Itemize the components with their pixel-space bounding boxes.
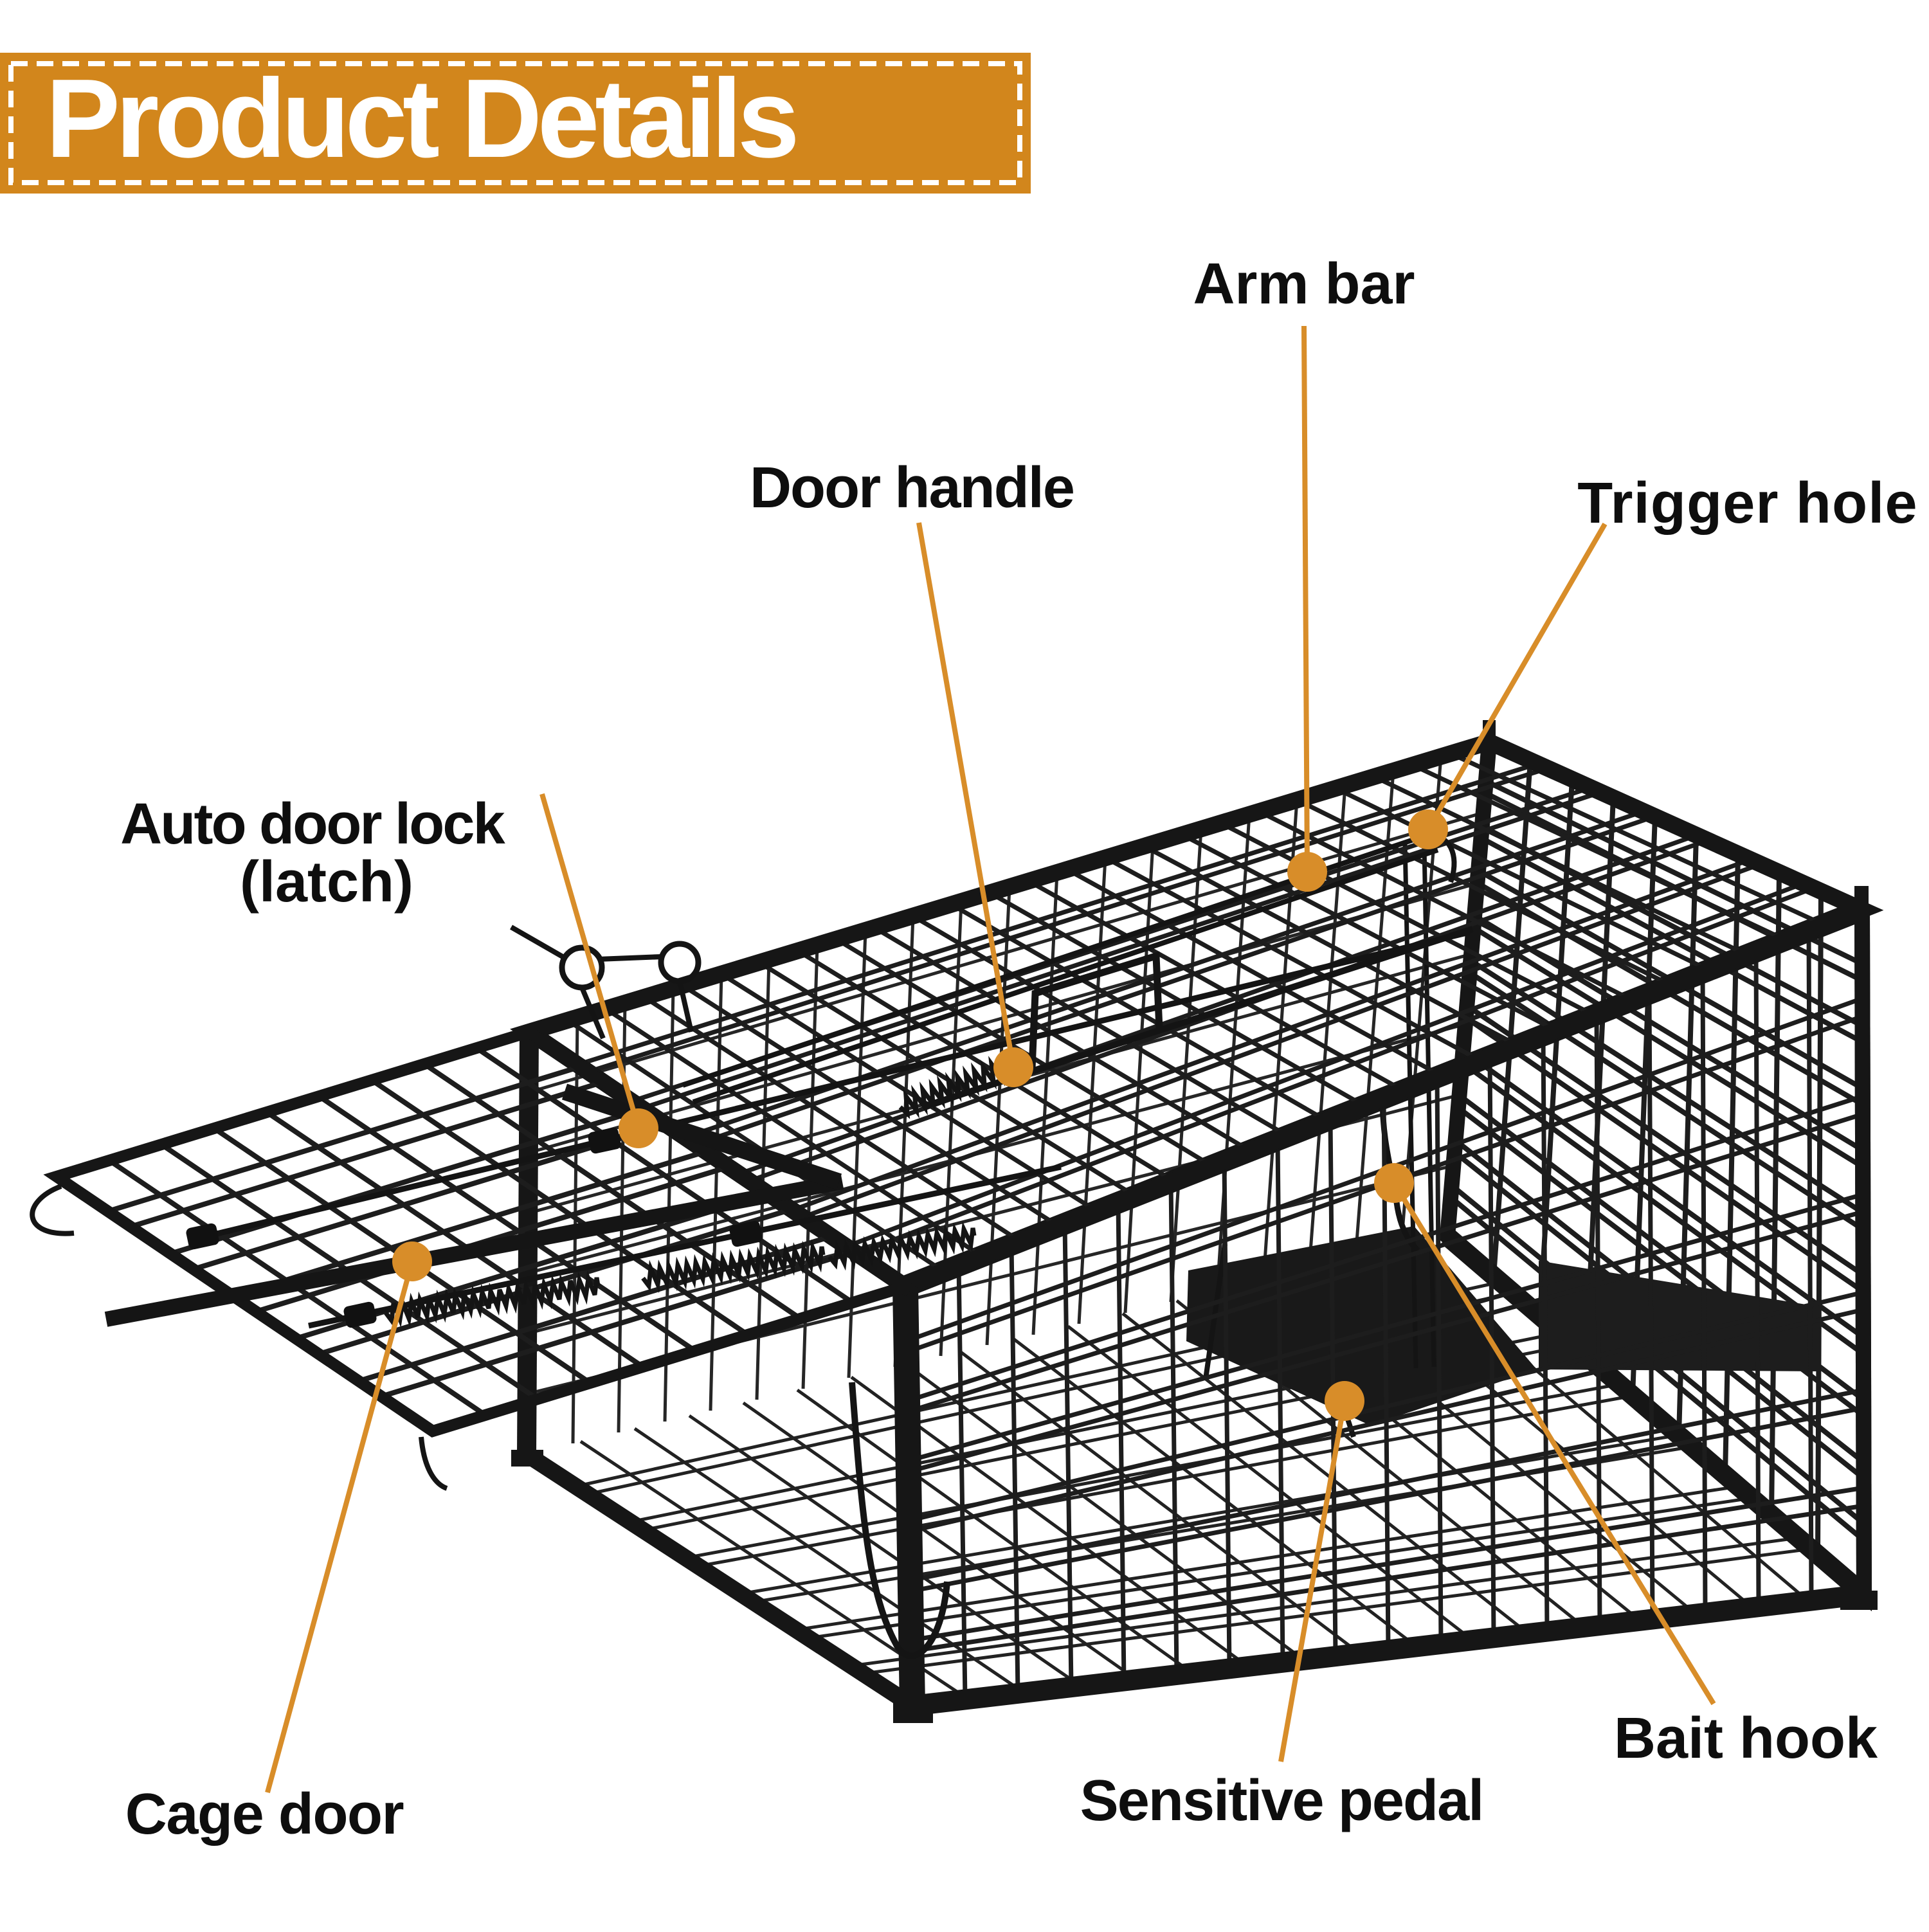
svg-text:Sensitive pedal: Sensitive pedal [1080, 1769, 1483, 1833]
svg-text:Product Details: Product Details [46, 55, 795, 181]
svg-text:Arm bar: Arm bar [1193, 252, 1415, 316]
svg-text:Trigger hole: Trigger hole [1577, 471, 1917, 536]
svg-text:Door handle: Door handle [750, 456, 1074, 520]
svg-text:(latch): (latch) [240, 850, 413, 914]
svg-text:Cage door: Cage door [125, 1782, 404, 1846]
svg-text:Auto door lock: Auto door lock [120, 792, 506, 856]
svg-text:Bait hook: Bait hook [1614, 1706, 1878, 1771]
